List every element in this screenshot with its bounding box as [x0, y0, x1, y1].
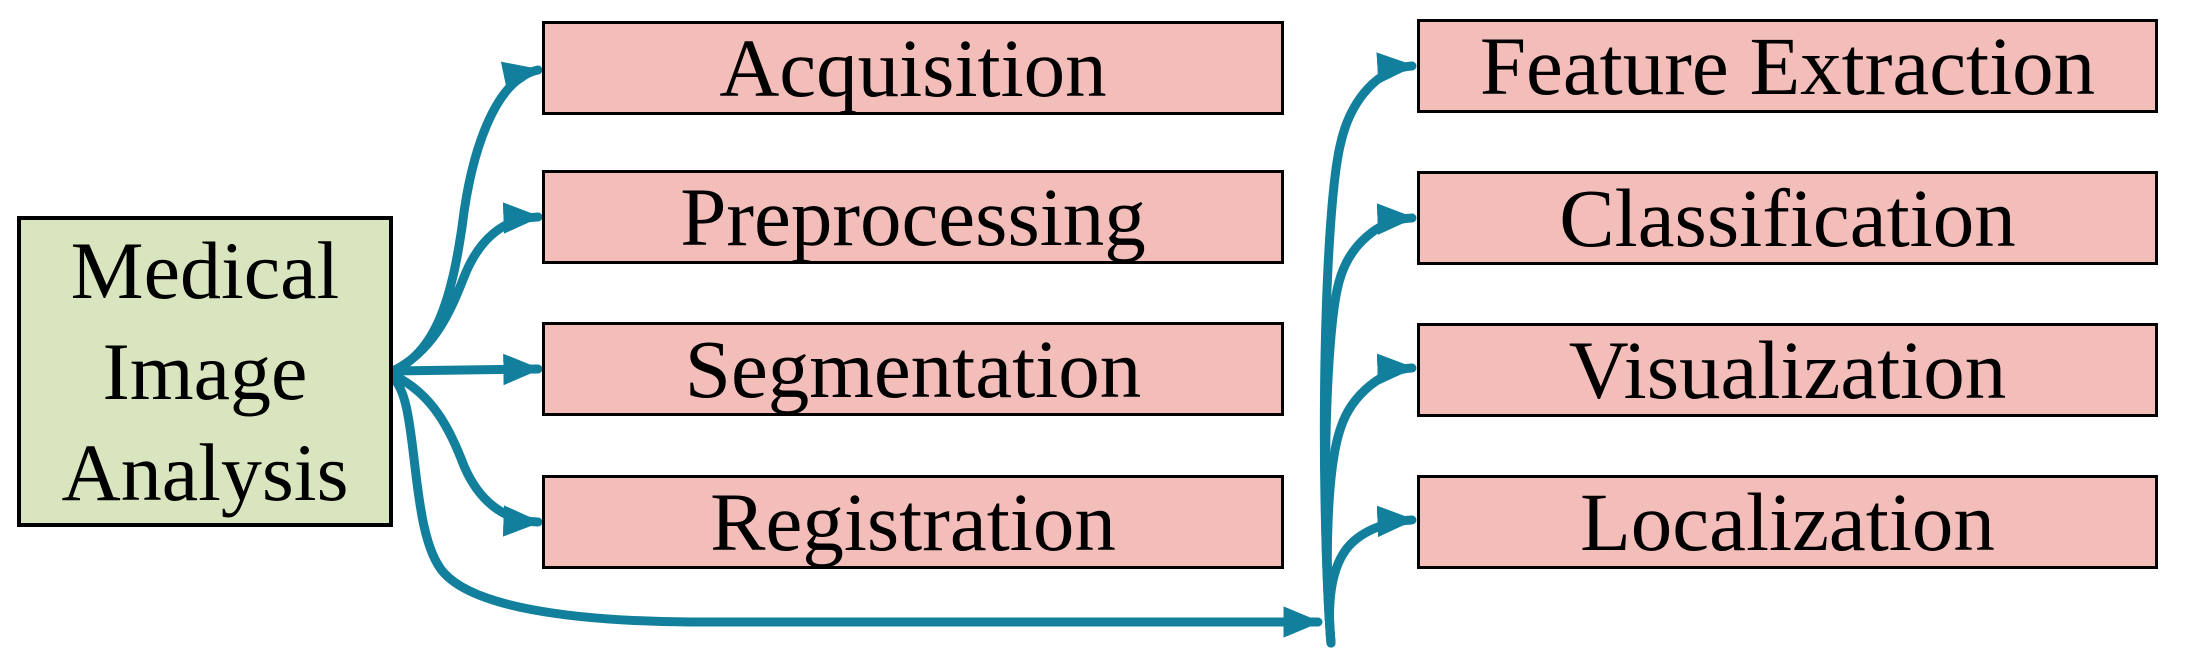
node-registration: Registration: [542, 475, 1284, 569]
node-localization-label: Localization: [1580, 476, 1995, 568]
node-classification: Classification: [1417, 171, 2158, 265]
node-classification-label: Classification: [1559, 172, 2016, 264]
node-acquisition: Acquisition: [542, 21, 1284, 115]
root-label-line-3: Analysis: [61, 427, 349, 518]
node-feature-extraction-label: Feature Extraction: [1479, 20, 2096, 112]
edge-root-segmentation: [386, 353, 543, 386]
node-registration-label: Registration: [710, 476, 1116, 568]
node-feature-extraction: Feature Extraction: [1417, 19, 2158, 113]
node-localization: Localization: [1417, 475, 2158, 569]
node-segmentation-label: Segmentation: [684, 323, 1142, 415]
edge-trunk-localization: [1325, 505, 1417, 648]
root-label-line-1: Medical: [70, 225, 340, 316]
edge-root-registration: [386, 369, 543, 537]
node-medical-image-analysis: Medical Image Analysis: [17, 216, 393, 527]
node-visualization: Visualization: [1417, 323, 2158, 417]
node-preprocessing: Preprocessing: [542, 170, 1284, 264]
node-visualization-label: Visualization: [1568, 324, 2007, 416]
edge-trunk-visualization: [1322, 353, 1417, 648]
root-label-line-2: Image: [102, 326, 308, 417]
node-acquisition-label: Acquisition: [719, 22, 1107, 114]
node-segmentation: Segmentation: [542, 322, 1284, 416]
edge-root-preprocessing: [386, 202, 543, 377]
edge-root-trunk: [386, 372, 1323, 638]
node-preprocessing-label: Preprocessing: [680, 171, 1146, 263]
